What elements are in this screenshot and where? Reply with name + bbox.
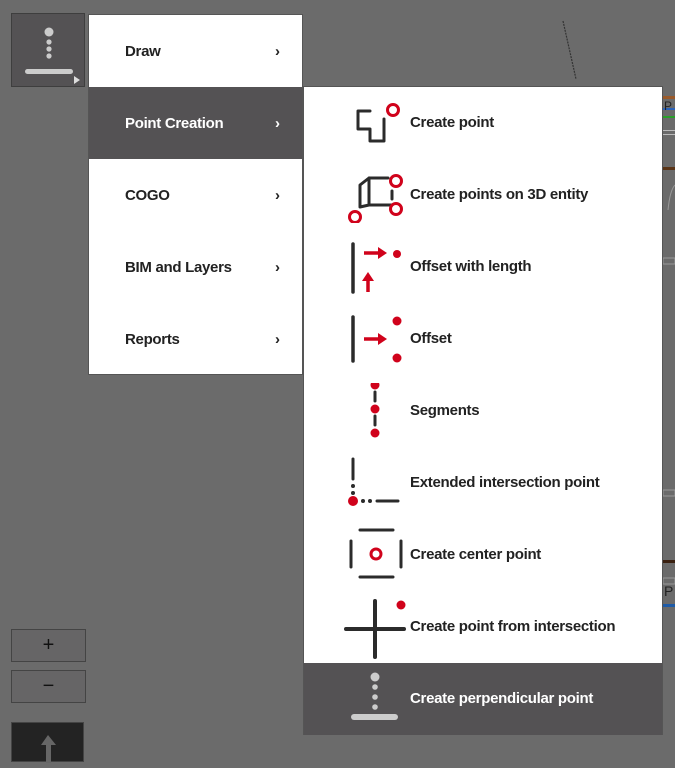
create-point-icon — [356, 103, 400, 143]
menu-item-cogo[interactable]: COGO › — [89, 159, 302, 231]
points-3d-entity-icon — [348, 174, 403, 223]
chevron-right-icon: › — [275, 330, 280, 348]
arrow-up-icon — [41, 735, 56, 763]
chevron-right-icon: › — [275, 186, 280, 204]
segments-icon — [370, 383, 380, 438]
minus-icon: − — [42, 675, 55, 697]
extended-intersection-icon — [348, 457, 400, 506]
menu-item-label: BIM and Layers — [125, 258, 232, 276]
submenu-item-label: Extended intersection point — [410, 474, 600, 491]
submenu-item-label: Create point from intersection — [410, 618, 616, 635]
menu-item-label: Reports — [125, 330, 180, 348]
submenu-item-create-point[interactable]: Create point — [304, 87, 662, 159]
submenu-item-offset[interactable]: Offset — [304, 303, 662, 375]
menu-item-label: COGO — [125, 186, 170, 204]
menu-item-point-creation[interactable]: Point Creation › — [89, 87, 302, 159]
submenu-item-label: Create center point — [410, 546, 541, 563]
submenu-item-intersection-point[interactable]: Create point from intersection — [304, 591, 662, 663]
svg-text:P: P — [664, 99, 672, 113]
menu-item-bim-and-layers[interactable]: BIM and Layers › — [89, 231, 302, 303]
submenu-item-label: Create points on 3D entity — [410, 186, 589, 203]
submenu-item-label: Create point — [410, 114, 494, 131]
submenu-item-perpendicular-point[interactable]: Create perpendicular point — [304, 663, 662, 735]
offset-icon — [351, 315, 402, 363]
offset-with-length-icon — [351, 242, 401, 294]
submenu-item-label: Offset — [410, 330, 452, 347]
menu-item-reports[interactable]: Reports › — [89, 303, 302, 375]
menu-item-label: Point Creation — [125, 114, 224, 132]
submenu-item-label: Segments — [410, 402, 480, 419]
chevron-right-icon: › — [275, 114, 280, 132]
plus-icon: + — [42, 634, 55, 656]
intersection-point-icon — [344, 599, 406, 659]
canvas-drawing[interactable]: P P — [0, 0, 675, 751]
submenu-item-label: Create perpendicular point — [410, 690, 594, 707]
submenu-item-extended-intersection[interactable]: Extended intersection point — [304, 447, 662, 519]
chevron-right-icon: › — [275, 258, 280, 276]
main-menu: Draw › Point Creation › COGO › BIM and L… — [88, 14, 303, 375]
chevron-right-icon: › — [275, 42, 280, 60]
menu-item-draw[interactable]: Draw › — [89, 15, 302, 87]
submenu-item-offset-with-length[interactable]: Offset with length — [304, 231, 662, 303]
submenu-item-points-3d-entity[interactable]: Create points on 3D entity — [304, 159, 662, 231]
submenu-item-center-point[interactable]: Create center point — [304, 519, 662, 591]
point-tool-button[interactable] — [11, 13, 85, 87]
submenu-item-label: Offset with length — [410, 258, 532, 275]
svg-text:P: P — [664, 583, 673, 599]
point-creation-submenu: Create point Create points on 3D entity … — [303, 86, 663, 735]
menu-item-label: Draw — [125, 42, 161, 60]
navigation-button[interactable] — [11, 722, 84, 763]
center-point-icon — [349, 528, 403, 579]
perpendicular-point-icon — [25, 27, 80, 84]
perpendicular-point-icon — [351, 672, 398, 720]
zoom-in-button[interactable]: + — [11, 629, 86, 662]
submenu-item-segments[interactable]: Segments — [304, 375, 662, 447]
zoom-out-button[interactable]: − — [11, 670, 86, 703]
